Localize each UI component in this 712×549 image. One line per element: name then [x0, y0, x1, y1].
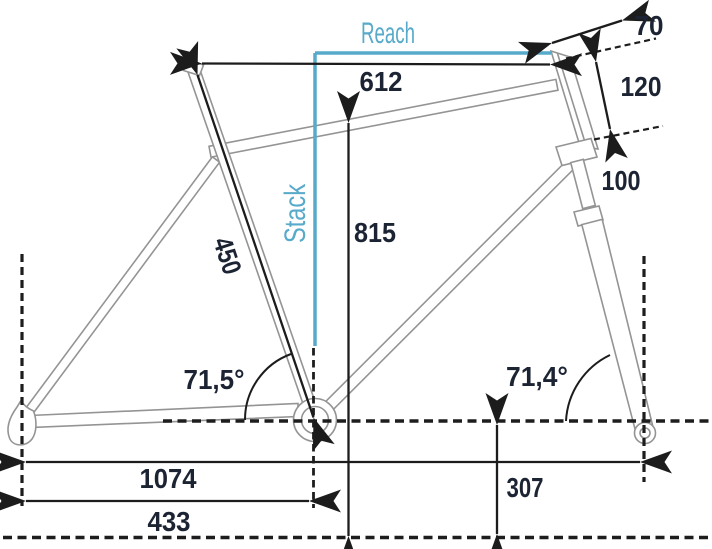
seattube-length-arrow [176, 41, 335, 452]
fork-lower-leg [580, 218, 654, 432]
stack-label: Stack [279, 183, 312, 243]
bb-height-label: 307 [507, 472, 544, 503]
toptube-length-label: 612 [360, 66, 403, 97]
chainstay-label: 433 [148, 506, 191, 537]
measurement-labels: 612 70 120 100 815 450 71,5° 71,4° 1074 … [140, 10, 664, 537]
seatpost-cap [182, 59, 205, 77]
fork-travel-label: 100 [602, 165, 641, 196]
headtube [549, 49, 600, 151]
seat-angle-label: 71,5° [184, 364, 245, 395]
toptube-length-arrow [169, 51, 583, 77]
standover-label: 815 [354, 217, 396, 248]
headtube-bottom-extension-line [593, 124, 664, 141]
head-angle-label: 71,4° [506, 361, 568, 392]
wheelbase-label: 1074 [140, 463, 197, 494]
stem-length-arrow [518, 0, 656, 64]
reach-label: Reach [361, 17, 415, 50]
chainstay-tube [29, 402, 299, 429]
headtube-length-label: 120 [621, 71, 662, 102]
headtube-length-arrow [578, 28, 628, 163]
seattube-length-label: 450 [207, 234, 247, 278]
headtube-top-extension-line [565, 37, 657, 60]
stem-length-label: 70 [635, 10, 664, 41]
fork-stanchion [569, 158, 597, 210]
rear-dropout [7, 398, 37, 446]
seat-angle-arc [243, 353, 292, 421]
head-angle-arc [565, 354, 611, 422]
measurement-arrows [0, 0, 672, 549]
